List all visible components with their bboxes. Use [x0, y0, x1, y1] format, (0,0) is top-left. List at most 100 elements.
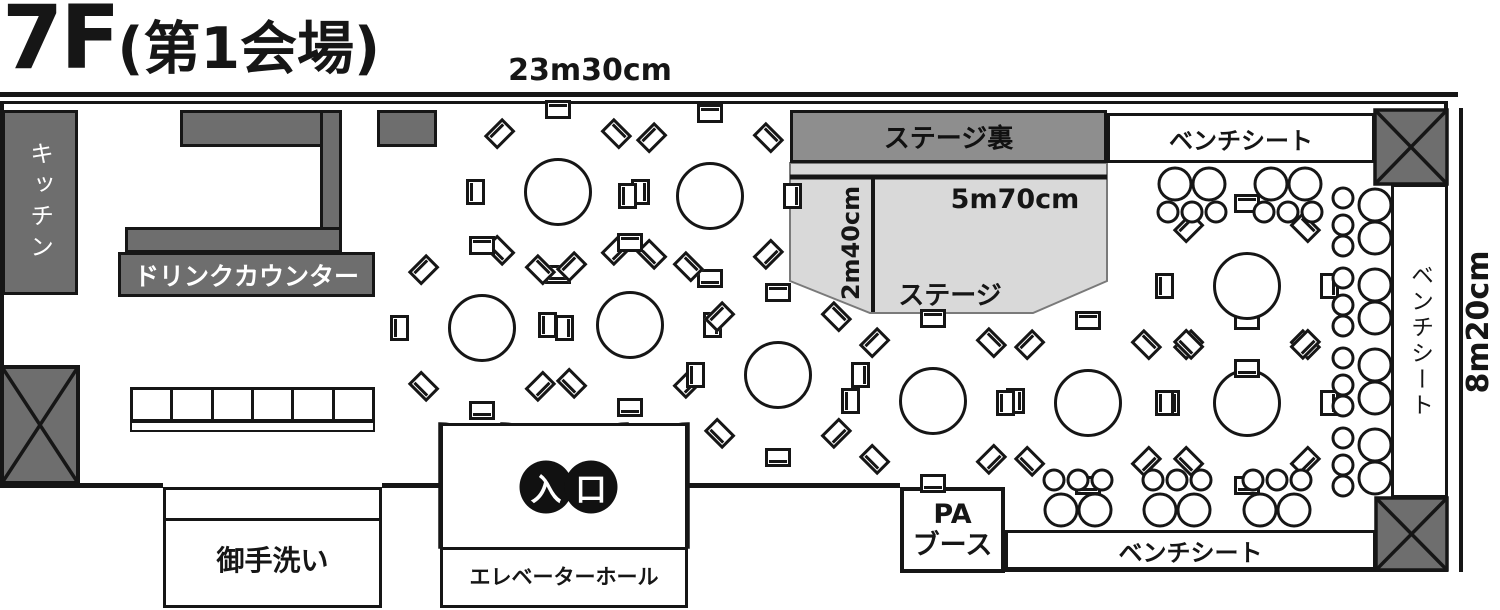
right-dimension-line	[1459, 108, 1463, 572]
stool-circle	[1142, 492, 1178, 528]
chair	[783, 183, 802, 209]
pa-booth: PA ブース	[900, 487, 1005, 573]
chair	[841, 388, 860, 414]
stool-circle	[1300, 200, 1324, 224]
bench-seat-top: ベンチシート	[1107, 113, 1375, 163]
top-dimension-line	[0, 92, 1458, 97]
entrance-circle-left: 入	[519, 460, 573, 514]
venue-name: (第1会場)	[117, 16, 381, 82]
stool-circle	[1156, 200, 1180, 224]
chair	[466, 179, 485, 205]
stool-circle	[1357, 267, 1393, 303]
stool-circle	[1242, 492, 1278, 528]
entrance-circle-right: 口	[564, 460, 618, 514]
serving-table-cell	[214, 390, 254, 419]
elevator-hall-divider	[443, 547, 685, 550]
bench-seat-right: ベンチシート	[1391, 184, 1448, 498]
pillar-bottom-right	[1374, 496, 1449, 572]
chair	[469, 401, 495, 420]
chair	[1075, 311, 1101, 330]
pa-booth-label-line2: ブース	[912, 530, 993, 561]
stage-width-label: 5m70cm	[950, 183, 1080, 215]
stool-circle	[1331, 474, 1355, 498]
serving-table-cell	[294, 390, 335, 419]
chair	[1155, 390, 1174, 416]
backstage-area: ステージ裏	[790, 110, 1107, 163]
chair	[617, 398, 643, 417]
stool-circle	[1331, 346, 1355, 370]
stool-circle	[1165, 468, 1189, 492]
chair	[920, 309, 946, 328]
chair	[617, 233, 643, 252]
table-top-circle	[899, 367, 967, 435]
serving-table-cell	[335, 390, 372, 419]
chair	[469, 236, 495, 255]
drink-counter-label: ドリンクカウンター	[133, 261, 359, 291]
stool-circle	[1276, 492, 1312, 528]
kitchen-label: キッチン	[25, 140, 54, 265]
floor-number: 7F	[2, 0, 120, 89]
table-top-circle	[1054, 369, 1122, 437]
stool-circle	[1331, 314, 1355, 338]
chair	[538, 312, 557, 338]
chair	[555, 315, 574, 341]
stool-circle	[1176, 492, 1212, 528]
stool-circle	[1265, 468, 1289, 492]
drink-counter-label-box: ドリンクカウンター	[118, 252, 375, 297]
bottom-wall-mid1	[382, 483, 440, 488]
stool-circle	[1331, 293, 1355, 317]
stool-circle	[1090, 468, 1114, 492]
drink-counter-side-box	[377, 110, 437, 147]
elevator-hall-label: エレベーターホール	[469, 565, 659, 589]
elevator-hall-area: エレベーターホール	[440, 423, 688, 608]
stool-circle	[1331, 394, 1355, 418]
stool-circle	[1357, 187, 1393, 223]
stool-circle	[1357, 380, 1393, 416]
stool-circle	[1157, 166, 1193, 202]
table-top-circle	[744, 341, 812, 409]
serving-table-cell	[173, 390, 214, 419]
bottom-wall-mid2	[688, 483, 900, 488]
pillar-left	[0, 365, 80, 485]
chair	[765, 283, 791, 302]
stool-circle	[1287, 166, 1323, 202]
table-top-circle	[1213, 369, 1281, 437]
chair	[1234, 359, 1260, 378]
stool-circle	[1331, 453, 1355, 477]
width-dimension-label: 23m30cm	[508, 52, 672, 88]
chair	[1155, 273, 1174, 299]
stool-circle	[1331, 426, 1355, 450]
backstage-label: ステージ裏	[883, 124, 1014, 154]
stage-area	[789, 162, 1108, 314]
chair	[996, 390, 1015, 416]
stool-circle	[1357, 220, 1393, 256]
toilet-label: 御手洗い	[216, 544, 329, 577]
chair	[920, 474, 946, 493]
stage-depth-label: 2m40cm	[837, 185, 865, 301]
stool-circle	[1066, 468, 1090, 492]
serving-table-cell	[254, 390, 295, 419]
bench-seat-bottom: ベンチシート	[1005, 530, 1376, 570]
stool-circle	[1241, 468, 1265, 492]
stool-circle	[1331, 213, 1355, 237]
stool-circle	[1141, 468, 1165, 492]
table-top-circle	[1213, 252, 1281, 320]
stool-circle	[1191, 166, 1227, 202]
stool-circle	[1077, 492, 1113, 528]
stool-circle	[1180, 200, 1204, 224]
chair	[851, 362, 870, 388]
table-top-circle	[596, 291, 664, 359]
table-top-circle	[524, 158, 592, 226]
chair	[765, 448, 791, 467]
stool-circle	[1253, 166, 1289, 202]
page-title: 7F(第1会場)	[2, 0, 380, 89]
stool-circle	[1331, 266, 1355, 290]
chair	[697, 104, 723, 123]
bench-seat-right-label: ベンチシート	[1406, 263, 1433, 419]
serving-table-strip	[130, 421, 375, 432]
serving-table-cell	[133, 390, 174, 419]
stool-circle	[1189, 468, 1213, 492]
table-top-circle	[448, 294, 516, 362]
stool-circle	[1042, 468, 1066, 492]
